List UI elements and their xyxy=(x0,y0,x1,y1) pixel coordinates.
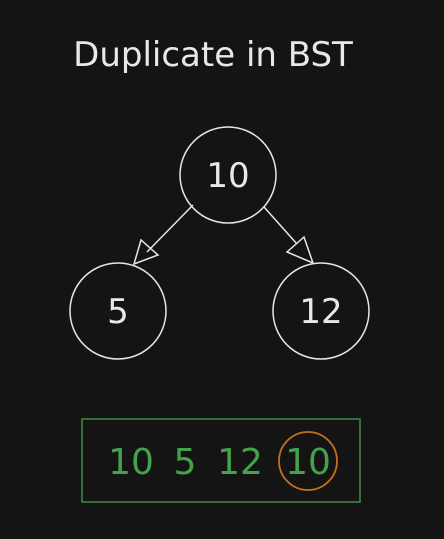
tree-node-left-label: 5 xyxy=(107,292,129,332)
tree-node-left-circle xyxy=(69,262,167,360)
tree-node-right: 12 xyxy=(272,262,370,360)
tree-node-root-circle xyxy=(179,126,277,224)
tree-node-root: 10 xyxy=(179,126,277,224)
edge-root-left xyxy=(132,204,194,266)
edge-root-left-line xyxy=(146,204,194,253)
edge-root-left-arrowhead xyxy=(132,238,160,266)
sequence-item: 12 xyxy=(217,442,263,483)
tree-node-left: 5 xyxy=(69,262,167,360)
tree-node-right-circle xyxy=(272,262,370,360)
edge-root-right xyxy=(263,206,315,265)
diagram-title: Duplicate in BST xyxy=(73,35,353,75)
sequence-box xyxy=(81,418,361,503)
tree-node-root-label: 10 xyxy=(206,156,249,196)
tree-edges xyxy=(132,204,315,266)
edge-root-right-line xyxy=(263,206,298,245)
sequence-item: 10 xyxy=(108,442,154,483)
duplicate-highlight-ring xyxy=(278,431,338,491)
tree-node-right-label: 12 xyxy=(299,292,342,332)
sequence-item-duplicate: 10 xyxy=(285,442,331,483)
insertion-sequence: 10 5 12 10 xyxy=(81,418,361,503)
edge-root-right-arrowhead xyxy=(285,235,315,265)
sequence-item: 5 xyxy=(174,442,197,483)
